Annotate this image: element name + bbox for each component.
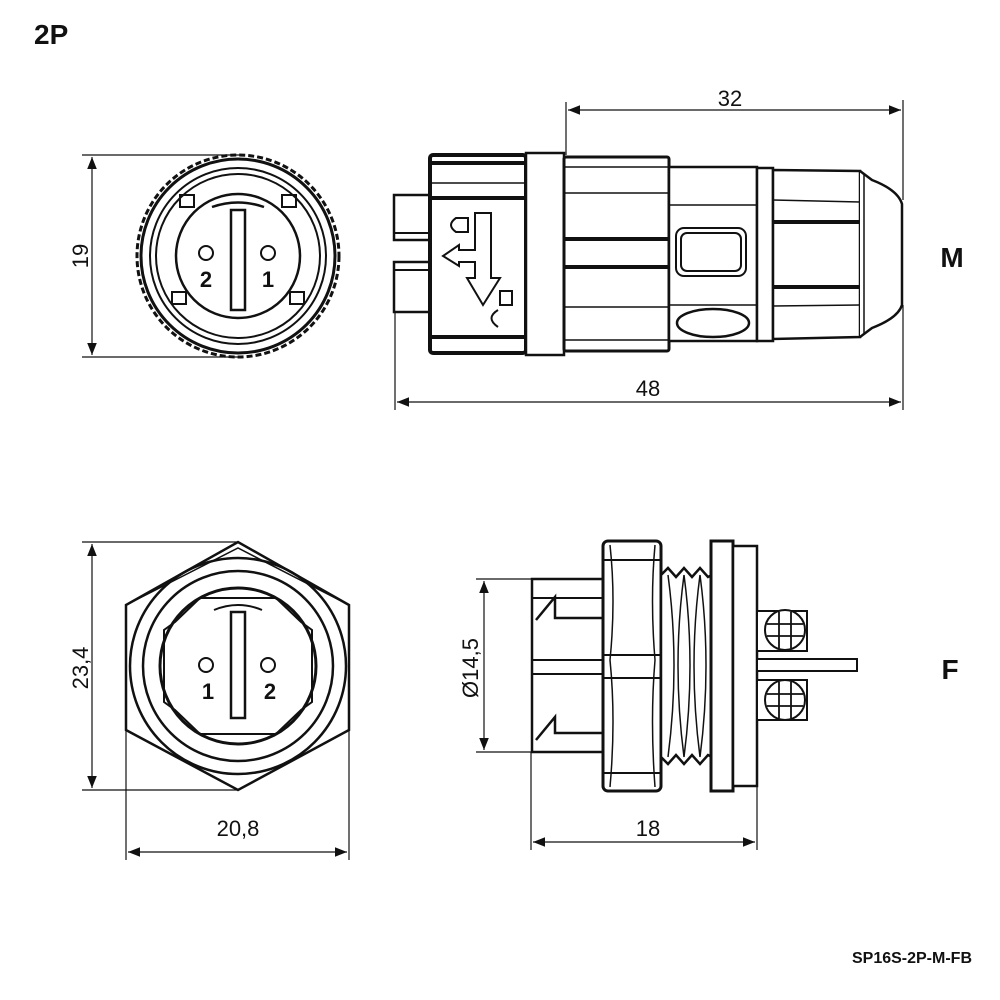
male-pin-label: 1 [262,267,274,292]
male-view-label: M [940,242,963,273]
female-side-view [530,539,858,793]
dimension-32-label: 32 [718,86,742,111]
drawing-title: 2P [34,19,68,50]
dimension-thread-label: Ø14,5 [458,638,483,698]
male-side-view [392,151,904,357]
dimension-18-label: 18 [636,816,660,841]
female-view-label: F [941,654,958,685]
dimension-48 [394,305,904,410]
female-pin-label: 2 [264,679,276,704]
dimension-32 [565,100,904,200]
dimension-23-4 [82,541,238,791]
dimension-19-label: 19 [68,244,93,268]
dimension-19 [82,154,240,358]
male-pin-label: 2 [200,267,212,292]
dimension-thread [476,578,532,753]
dimension-20-8 [125,730,350,860]
dimension-48-label: 48 [636,376,660,401]
female-pin-label: 1 [202,679,214,704]
dimension-23-4-label: 23,4 [68,647,93,690]
dimension-18 [530,752,758,850]
female-front-view [124,540,351,792]
part-number: SP16S-2P-M-FB [852,950,972,967]
male-front-view [135,153,341,359]
dimension-20-8-label: 20,8 [217,816,260,841]
